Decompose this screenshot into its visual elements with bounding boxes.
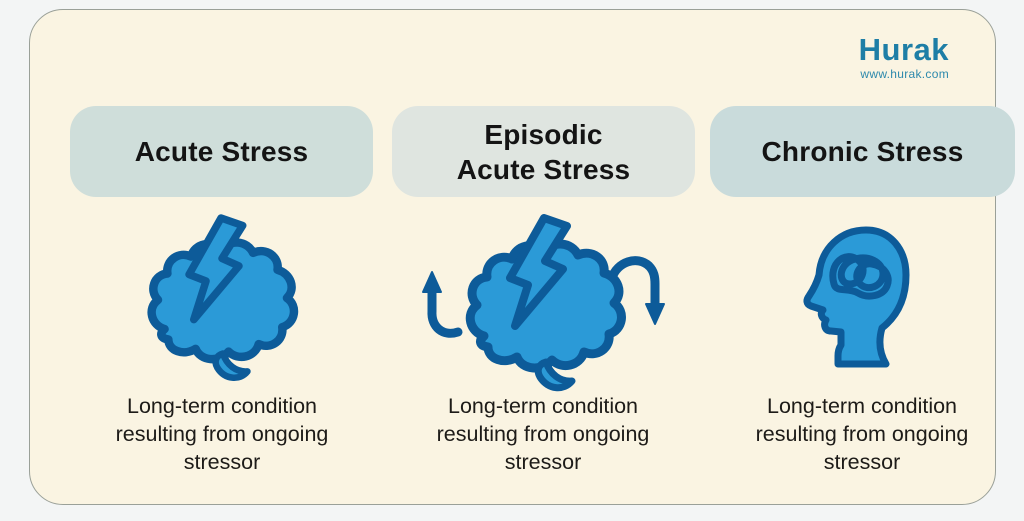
column-description: Long-term condition resulting from ongoi… <box>115 394 329 474</box>
column-title: Acute Stress <box>134 136 309 167</box>
column-description: Long-term condition resulting from ongoi… <box>755 394 969 474</box>
column-description-wrap: Long-term condition resulting from ongoi… <box>393 392 693 476</box>
brand-website: www.hurak.com <box>860 67 949 81</box>
brain-lightning-icon <box>142 214 302 382</box>
column-description: Long-term condition resulting from ongoi… <box>436 394 650 474</box>
tangle-scribble <box>829 253 892 300</box>
brand-logo: Hurak www.hurak.com <box>859 34 949 80</box>
column-title: Chronic Stress <box>761 136 964 167</box>
head-profile <box>803 226 910 368</box>
lightning-bolt <box>185 214 247 324</box>
lightning-bolt <box>506 214 571 330</box>
cycle-arrow-up-icon <box>422 271 463 338</box>
header-episodic-acute-stress: Episodic Acute Stress <box>392 106 695 197</box>
infographic-card: Hurak www.hurak.com Acute Stress Episodi… <box>29 9 1015 505</box>
cycle-arrow-down-icon <box>607 256 665 325</box>
column-description-wrap: Long-term condition resulting from ongoi… <box>712 392 1012 476</box>
column-title: Episodic Acute Stress <box>456 118 631 185</box>
tangled-mind-head-icon <box>788 218 910 368</box>
header-chronic-stress: Chronic Stress <box>710 106 1015 197</box>
column-description-wrap: Long-term condition resulting from ongoi… <box>72 392 372 476</box>
brain-lightning-cycle-icon <box>420 214 670 392</box>
header-acute-stress: Acute Stress <box>70 106 373 197</box>
brand-name: Hurak <box>858 32 949 67</box>
